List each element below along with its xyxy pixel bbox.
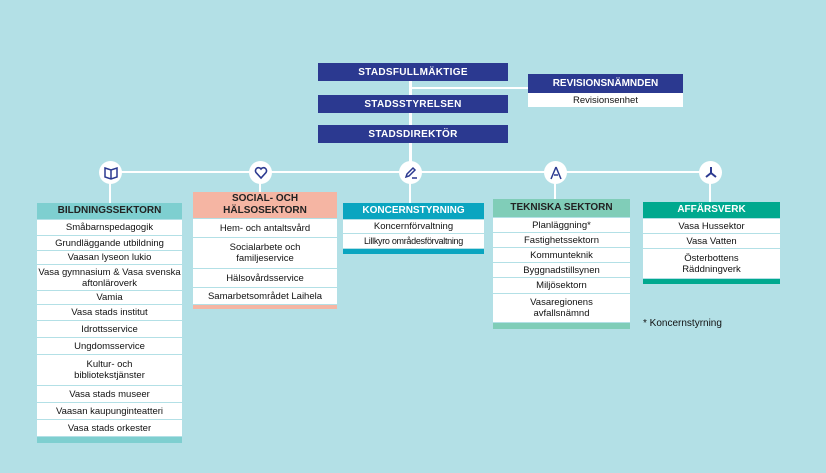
list-item: Socialarbete och familjeservice xyxy=(193,238,337,268)
sector-social: SOCIAL- OCH HÄLSOSEKTORN Hem- och antalt… xyxy=(193,192,337,309)
city-director-box: STADSDIREKTÖR xyxy=(318,125,508,143)
list-item: Vamia xyxy=(37,291,182,304)
list-item: Fastighetssektorn xyxy=(493,233,630,247)
list-item: Lillkyro områdesförvaltning xyxy=(343,234,484,248)
list-item: Idrottsservice xyxy=(37,321,182,337)
sector-tekniska: TEKNISKA SEKTORN Planläggning* Fastighet… xyxy=(493,199,630,329)
connector xyxy=(409,81,412,163)
sector-footer-bar xyxy=(493,323,630,329)
sector-title: TEKNISKA SEKTORN xyxy=(493,199,630,217)
list-item: Småbarnspedagogik xyxy=(37,220,182,235)
list-item: Vaasan kaupunginteatteri xyxy=(37,403,182,419)
connector xyxy=(409,172,411,203)
list-item: Vaasan lyseon lukio xyxy=(37,251,182,264)
sector-bildning: BILDNINGSSEKTORN Småbarnspedagogik Grund… xyxy=(37,203,182,443)
city-board-box: STADSSTYRELSEN xyxy=(318,95,508,113)
list-item: Vasa Hussektor xyxy=(643,219,780,233)
footnote: * Koncernstyrning xyxy=(643,318,722,329)
list-item: Kultur- och bibliotekstjänster xyxy=(37,355,182,385)
list-item: Vasa gymnasium & Vasa svenska aftonlärov… xyxy=(37,265,182,290)
connector xyxy=(554,172,556,199)
sector-affarsverk: AFFÄRSVERK Vasa Hussektor Vasa Vatten Ös… xyxy=(643,202,780,284)
list-item: Ungdomsservice xyxy=(37,338,182,354)
list-item: Vasa Vatten xyxy=(643,234,780,248)
sector-title: BILDNINGSSEKTORN xyxy=(37,203,182,219)
connector xyxy=(412,87,528,89)
list-item: Grundläggande utbildning xyxy=(37,236,182,250)
book-icon xyxy=(99,161,122,184)
list-item: Vasa stads museer xyxy=(37,386,182,402)
list-item: Österbottens Räddningverk xyxy=(643,249,780,278)
list-item: Vasa stads orkester xyxy=(37,420,182,436)
audit-title: REVISIONSNÄMNDEN xyxy=(528,74,683,93)
heart-icon xyxy=(249,161,272,184)
compass-icon xyxy=(544,161,567,184)
list-item: Kommunteknik xyxy=(493,248,630,262)
sector-footer-bar xyxy=(643,279,780,284)
sector-title: SOCIAL- OCH HÄLSOSEKTORN xyxy=(193,192,337,218)
list-item: Miljösektorn xyxy=(493,278,630,293)
sector-title: KONCERNSTYRNING xyxy=(343,203,484,219)
audit-committee: REVISIONSNÄMNDEN Revisionsenhet xyxy=(528,74,683,107)
list-item: Koncernförvaltning xyxy=(343,220,484,233)
list-item: Vasa stads institut xyxy=(37,305,182,320)
audit-unit: Revisionsenhet xyxy=(528,93,683,107)
list-item: Hem- och antaltsvård xyxy=(193,219,337,237)
list-item: Hälsovårdsservice xyxy=(193,269,337,287)
pencil-icon xyxy=(399,161,422,184)
sector-title: AFFÄRSVERK xyxy=(643,202,780,218)
list-item: Byggnadstillsynen xyxy=(493,263,630,277)
list-item: Vasaregionens avfallsnämnd xyxy=(493,294,630,322)
sector-footer-bar xyxy=(37,437,182,443)
sector-koncern: KONCERNSTYRNING Koncernförvaltning Lillk… xyxy=(343,203,484,254)
sector-footer-bar xyxy=(193,305,337,309)
city-council-box: STADSFULLMÄKTIGE xyxy=(318,63,508,81)
wind-turbine-icon xyxy=(699,161,722,184)
list-item: Samarbetsområdet Laihela xyxy=(193,288,337,304)
connector xyxy=(709,172,711,202)
sector-footer-bar xyxy=(343,249,484,254)
list-item: Planläggning* xyxy=(493,218,630,232)
connector xyxy=(109,172,111,203)
